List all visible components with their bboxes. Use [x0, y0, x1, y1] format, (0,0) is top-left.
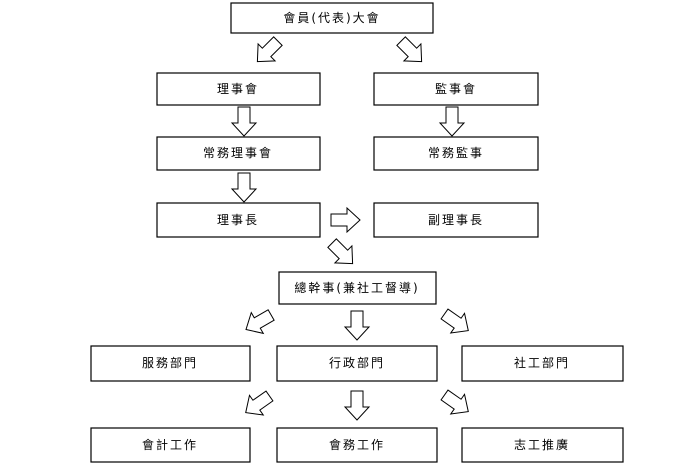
arrow-icon	[327, 238, 354, 265]
arrow-icon	[343, 310, 371, 341]
node-accounting-label: 會計工作	[142, 437, 198, 452]
node-member-affairs: 會務工作	[276, 427, 438, 463]
node-chairman: 理事長	[156, 202, 321, 238]
node-general-assembly: 會員(代表)大會	[230, 2, 434, 34]
node-member-affairs-label: 會務工作	[329, 438, 385, 452]
node-volunteer-promotion: 志工推廣	[461, 427, 624, 463]
node-secretary-general: 總幹事(兼社工督導)	[278, 271, 437, 305]
arrow-icon	[256, 36, 283, 63]
node-board-of-supervisors-label: 監事會	[435, 81, 477, 96]
node-admin-dept-label: 行政部門	[329, 355, 385, 370]
node-board-of-directors: 理事會	[156, 72, 321, 106]
node-standing-directors-label: 常務理事會	[203, 146, 273, 160]
arrow-icon	[245, 309, 275, 335]
node-volunteer-promotion-label: 志工推廣	[514, 438, 570, 452]
node-social-work-dept-label: 社工部門	[514, 355, 570, 370]
arrow-icon	[343, 390, 371, 421]
node-service-dept: 服務部門	[90, 345, 251, 382]
arrow-icon	[438, 106, 466, 137]
node-standing-supervisor: 常務監事	[373, 136, 539, 171]
node-accounting: 會計工作	[90, 427, 251, 463]
node-board-of-supervisors: 監事會	[373, 72, 539, 106]
node-general-assembly-label: 會員(代表)大會	[283, 11, 380, 25]
node-board-of-directors-label: 理事會	[217, 82, 259, 96]
node-admin-dept: 行政部門	[276, 345, 438, 382]
arrow-icon	[330, 206, 361, 234]
arrow-icon	[396, 36, 423, 63]
arrow-icon	[440, 389, 469, 415]
arrow-icon	[230, 106, 258, 137]
node-vice-chairman: 副理事長	[373, 202, 539, 238]
node-vice-chairman-label: 副理事長	[428, 213, 484, 227]
node-standing-supervisor-label: 常務監事	[428, 145, 484, 160]
node-service-dept-label: 服務部門	[142, 355, 198, 370]
arrow-icon	[245, 390, 274, 416]
arrows	[230, 36, 469, 421]
node-standing-directors: 常務理事會	[156, 136, 321, 171]
node-chairman-label: 理事長	[217, 213, 259, 227]
node-secretary-general-label: 總幹事(兼社工督導)	[294, 280, 419, 295]
node-social-work-dept: 社工部門	[461, 345, 624, 382]
arrow-icon	[440, 308, 469, 334]
arrow-icon	[230, 172, 258, 203]
